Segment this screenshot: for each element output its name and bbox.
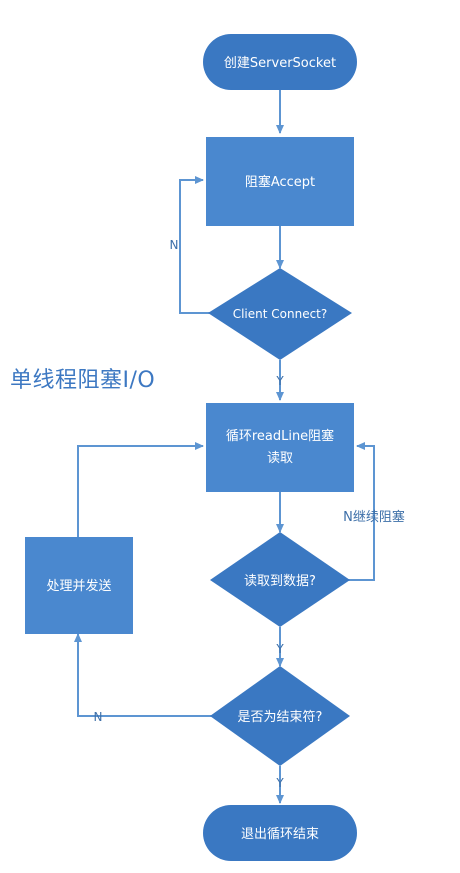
process-box [25,537,133,634]
readline-box-label-2: 读取 [267,451,293,466]
edge-label-read-yes: Y [275,642,284,656]
diagram-title: 单线程阻塞I/O [10,368,156,393]
start-node [203,34,357,90]
edge-isend-no-process [74,633,212,717]
is-end-decision [210,666,350,766]
process-box-label: 处理并发送 [46,578,111,594]
read-data-label: 读取到数据? [244,574,316,589]
edge-label-connect-yes: Y [275,374,284,388]
edge-connect-no-accept [179,176,220,314]
is-end-label: 是否为结束符? [238,709,323,725]
edge-readdata-no-read [348,442,375,581]
readline-box-label-1: 循环readLine阻塞 [226,428,334,444]
edge-label-end-yes: Y [275,776,284,790]
edge-label-read-no: N继续阻塞 [343,509,405,525]
readline-box [206,403,354,492]
client-connect-decision [208,268,352,360]
edge-process-read [77,442,204,537]
accept-box [206,137,354,226]
edge-label-end-no: N [94,710,103,724]
accept-box-label: 阻塞Accept [245,174,315,190]
client-connect-label: Client Connect? [233,307,328,321]
read-data-decision [210,532,350,627]
exit-node-label: 退出循环结束 [241,827,319,842]
exit-node [203,805,357,861]
start-node-label: 创建ServerSocket [224,56,336,71]
edge-label-connect-no: N [170,238,179,252]
